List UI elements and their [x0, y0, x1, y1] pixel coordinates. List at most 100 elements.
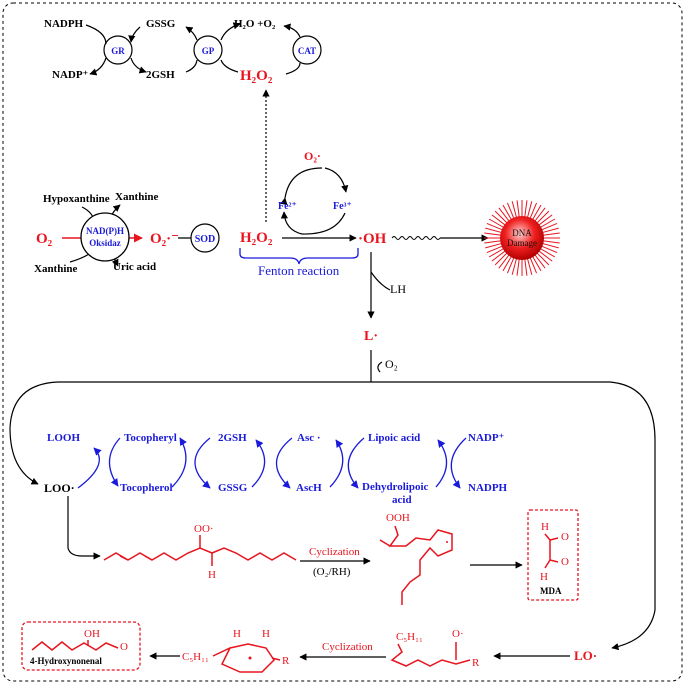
fenton-label: Fenton reaction: [258, 263, 340, 278]
fenton-o2-radical: O₂·: [304, 149, 321, 163]
dna-ray: [526, 257, 533, 275]
dna-ray: [535, 210, 550, 225]
xanthine-bottom: Xanthine: [34, 263, 78, 275]
dna-ray: [506, 256, 515, 274]
dna-ray: [485, 227, 503, 234]
dna-ray: [533, 207, 546, 223]
gssg-cycle: GSSG: [218, 482, 248, 494]
dna-ray: [524, 200, 528, 219]
dna-damage-burst: DNA Damage: [484, 200, 560, 276]
gp-label: GP: [202, 46, 215, 56]
hne-o: O: [120, 641, 128, 653]
dna-label-line2: Damage: [507, 238, 537, 248]
gr-enzyme-node: [103, 35, 133, 65]
cyclization-1-cond: (O₂/RH): [313, 566, 351, 578]
dna-ray: [526, 201, 533, 219]
hydroxyl-radical: ·OH: [358, 231, 387, 247]
lipid-radical: L·: [364, 329, 378, 344]
dna-ray: [541, 242, 559, 249]
cat-enzyme-node: [292, 35, 322, 65]
dna-label-line1: DNA: [512, 228, 532, 238]
mda-h: H: [541, 521, 549, 533]
dna-ray: [506, 202, 515, 220]
mda-o-top: O: [561, 531, 569, 543]
dna-ray: [540, 245, 558, 254]
hypoxanthine: Hypoxanthine: [43, 193, 110, 205]
o2-left: O₂: [36, 231, 53, 247]
gssg-top: GSSG: [146, 18, 176, 30]
hne-box: [21, 621, 141, 671]
sod-label: SOD: [195, 234, 216, 245]
tocopherol: Tocopherol: [120, 482, 173, 494]
dna-ray: [502, 255, 513, 272]
mda-label: MDA: [540, 586, 562, 596]
c5h11-top: C₅H₁₁: [396, 631, 423, 643]
antioxidant-chain: LOOH LOO· Tocopheryl Tocopherol 2GSH GSS…: [44, 432, 508, 506]
dna-ray: [488, 218, 505, 229]
enzyme-line2: Oksidaz: [89, 238, 121, 248]
asch: AscH: [296, 482, 322, 494]
dehydrolipoic-2: acid: [392, 494, 412, 506]
peroxidation-products: OO· H Cyclization (O₂/RH) OOH H O O H MD…: [21, 496, 597, 673]
lo-radical: LO·: [574, 648, 597, 663]
dna-ray: [531, 204, 542, 221]
h2o2-top: H₂O₂: [240, 68, 273, 84]
gsh2-top: 2GSH: [146, 69, 175, 81]
gsh2-cycle: 2GSH: [218, 432, 247, 444]
uric-acid: Uric acid: [113, 261, 156, 273]
loo-radical: LOO·: [44, 481, 75, 495]
dna-ray: [485, 242, 503, 249]
dna-ray: [488, 247, 505, 258]
cyclization-2: Cyclization: [322, 641, 373, 653]
dna-ray: [541, 227, 559, 234]
nadp-cycle: NADP⁺: [468, 432, 505, 444]
dna-damage-core: [500, 216, 544, 260]
mda-h-bottom: H: [540, 571, 548, 583]
conjugated-chain: [103, 547, 297, 561]
enzyme-line1: NAD(P)H: [86, 226, 124, 236]
nadp-top: NADP⁺: [52, 69, 89, 81]
dna-ray: [502, 204, 513, 221]
dna-ray: [494, 210, 509, 225]
nadph-cycle: NADPH: [468, 482, 508, 494]
dna-damage-rays: [484, 200, 560, 276]
ring-r: R: [282, 655, 290, 667]
dna-ray: [533, 253, 546, 269]
lh-label: LH: [390, 282, 406, 296]
dna-ray: [531, 255, 542, 272]
dna-ray: [539, 218, 556, 229]
dna-ray: [511, 257, 518, 275]
xanthine-oxidase-section: O₂ Hypoxanthine Xanthine Xanthine Uric a…: [34, 191, 273, 275]
nadph-oxidase-node: [80, 212, 130, 262]
mda-o-bottom: O: [561, 556, 569, 568]
hne-label: 4-Hydroxynonenal: [30, 656, 102, 666]
xanthine-top: Xanthine: [115, 191, 159, 203]
dna-ray: [498, 253, 511, 269]
nadph-top: NADPH: [44, 18, 84, 30]
dna-ray: [491, 214, 507, 227]
water-oxygen: H₂O +O₂: [234, 18, 276, 30]
fenton-section: O₂· Fe²⁺ Fe³⁺ Fenton reaction ·OH: [239, 149, 489, 278]
dna-ray: [539, 247, 556, 258]
dna-ray: [537, 214, 553, 227]
dna-ray: [494, 251, 509, 266]
lipoic-acid: Lipoic acid: [368, 432, 420, 444]
gr-label: GR: [111, 46, 125, 56]
dehydrolipoic-1: Dehydrolipoic: [362, 481, 429, 493]
dna-ray: [511, 201, 518, 219]
dna-ray: [486, 245, 504, 254]
ooh-label: OOH: [386, 512, 410, 524]
dna-ray: [484, 232, 503, 236]
ring-h-right: H: [262, 628, 270, 640]
big-loop-right: [371, 381, 656, 651]
dna-ray: [537, 249, 553, 262]
gp-enzyme-node: [193, 35, 223, 65]
dna-ray: [541, 240, 560, 244]
cyclization-1: Cyclization: [309, 546, 360, 558]
asc-radical: Asc ·: [297, 432, 321, 444]
dna-ray: [529, 202, 538, 220]
dna-ray: [486, 222, 504, 231]
sod-node: [190, 223, 220, 253]
